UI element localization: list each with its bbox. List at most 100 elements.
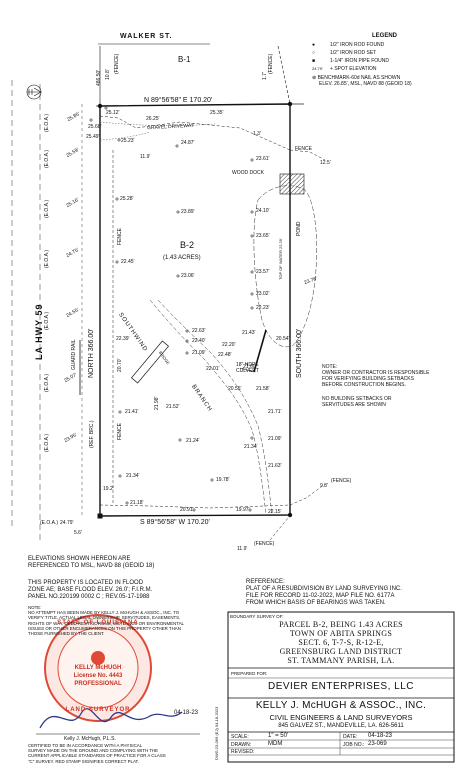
spot-elevation: 21.63' [268,463,282,469]
setback-note: NO BUILDING SETBACKS OR SERVITUDES ARE S… [322,396,392,408]
pond-label: POND [296,221,302,236]
iron-pipe-found-icon: ■ [312,58,316,64]
spot-elevation: 21.43' [242,330,256,336]
spot-elevation: 21.52' [166,404,180,410]
job-number-field: JOB NO.: [343,742,365,748]
benchmark-note-line2: ELEV. 26.85', MSL, NAVD 88 (GEOID 18) [319,81,412,87]
bearing-south: S 89°56'58" W 170.20' [140,519,210,526]
reference-note: REFERENCE: PLAT OF A RESUBDIVISION BY LA… [246,579,402,606]
eoa-label: (E.O.A.) [44,249,50,268]
fence-tag: (FENCE) [254,541,275,547]
eoa-label: (E.O.A.) [40,520,59,526]
job-number-value: 23-069 [368,741,387,747]
legend-item: ■1-1/4" IRON PIPE FOUND [312,58,390,64]
spot-elevation: 26.25' [146,116,160,122]
spot-elevation: 21.18' [130,500,144,506]
dimension-label: 11.9' [140,154,151,160]
benchmark-icon: ⊕ [312,75,318,81]
prepared-for-label: PREPARED FOR: [231,671,268,676]
certification-note: CERTIFIED TO BE IN ACCORDANCE WITH A PHY… [28,743,166,764]
dimension-label: 5.6' [74,530,82,536]
benchmark-note: ⊕ BENCHMARK-60d NAIL AS SHOWN [312,75,401,81]
spot-elevation: 25.12' [106,110,120,116]
spot-elevation: 25.49' [86,134,100,140]
spot-elevation: 21.98' [154,396,160,410]
eoa-label: (E.O.A.) [44,433,50,452]
spot-elevation: 23.06' [181,273,195,279]
iron-rod-found-icon: ● [312,42,316,48]
date-value: 04-18-23 [368,733,393,739]
dimension-label: 486.50' [96,69,102,86]
spot-elevation: 21.34' [244,444,258,450]
spot-elevation-icon: + [330,66,335,72]
bearing-north: N 89°56'58" E 170.20' [144,97,213,104]
iron-rod-set-icon: ○ [312,50,316,56]
spot-elevation: 22.39' [116,336,130,342]
dimension-label: 11.9' [237,546,248,552]
spot-elevation: 25.28' [120,196,134,202]
surveyor-seal: STATE OF LOUISIANA KELLY McHUGH License … [57,620,139,713]
top-of-water-label: TOP OF WATER 22.29' [278,238,283,280]
firm-subtitle: CIVIL ENGINEERS & LAND SURVEYORS [269,713,413,722]
north-arrow-icon [26,84,42,100]
wood-dock-label: WOOD DOCK [232,170,264,176]
spot-elevation: 25.68' [88,124,102,130]
drawn-field: DRAWN: [231,742,252,748]
spot-elevation: 21.09' [192,350,206,356]
signature-caption: Kelly J. McHugh, P.L.S. [64,736,116,742]
bearing-east: SOUTH 366.00' [296,328,303,378]
street-label-top: WALKER ST. [120,33,173,40]
signature-icon [39,708,183,729]
spot-elevation: 25.23' [121,138,135,144]
revised-field: REVISED: [231,749,255,755]
drawing-code: DWG:23-069 (EJ) 04-18-2023 [214,706,219,760]
eoa-label: (E.O.A.) [44,113,50,132]
dimension-label: 9.8' [320,483,328,489]
lot-b2-label: B-2 [180,240,195,250]
spot-elevation: 25.35' [210,110,224,116]
lot-b1-label: B-1 [178,55,191,64]
spot-elevation: 22.23' [256,305,270,311]
spot-elevation: 24.87' [181,140,195,146]
spot-elevation: 23.65' [256,233,270,239]
legend-item: ●1/2" IRON ROD FOUND [312,42,385,48]
spot-elevation: 20.91' [180,507,194,513]
spot-elevation: 22.40' [192,338,206,344]
spot-elevation: 21.71' [268,409,282,415]
spot-elevation: 22.63' [192,328,206,334]
eoa-label: (E.O.A.) [44,373,50,392]
dimension-label: 1.7' [262,72,268,80]
elevation-note: ELEVATIONS SHOWN HEREON ARE REFERENCED T… [28,556,155,569]
dimension-label: 12.5' [320,160,331,166]
legend-item: 24.79'+ SPOT ELEVATION [312,66,377,72]
spot-elevation: 22.48' [218,352,232,358]
scale-field: SCALE: [231,734,249,740]
signature-date: 04-18-23 [174,710,199,716]
fence-tag: (FENCE) [114,53,120,74]
eoa-label: (E.O.A.) [44,311,50,330]
culvert-label: 18" HDPE CULVERT [236,362,259,374]
boundary-survey-label: BOUNDARY SURVEY OF: [230,614,284,619]
spot-elevation: 22.45' [121,259,135,265]
fence-label-west: FENCE [117,228,123,245]
spot-elevation: 20.54' [276,336,290,342]
spot-elevation: 22.15' [268,509,282,515]
fence-label-ne: FENCE [295,146,312,152]
flood-note: THIS PROPERTY IS LOCATED IN FLOOD ZONE A… [28,580,153,600]
spot-elevation: 22.20' [222,342,236,348]
spot-elevation: 22.01' [206,366,220,372]
dimension-label: 10.8' [105,69,111,80]
scale-value: 1" = 50' [268,733,289,739]
spot-elevation: 21.34' [126,473,140,479]
legend: LEGEND ●1/2" IRON ROD FOUND ○1/2" IRON R… [312,33,457,87]
spot-elevation: 23.61' [256,156,270,162]
fence-label-west-lower: FENCE [117,423,123,440]
survey-description: PARCEL B-2, BEING 1.43 ACRES TOWN OF ABI… [279,620,403,665]
spot-elevation: 21.24' [186,438,200,444]
drawn-value: MDM [268,741,283,747]
firm-name: KELLY J. McHUGH & ASSOC., INC. [255,700,427,711]
spot-elevation: 20.70' [117,358,123,372]
spot-elevation: 23.57' [256,269,270,275]
dimension-label: 1.3' [253,131,261,137]
